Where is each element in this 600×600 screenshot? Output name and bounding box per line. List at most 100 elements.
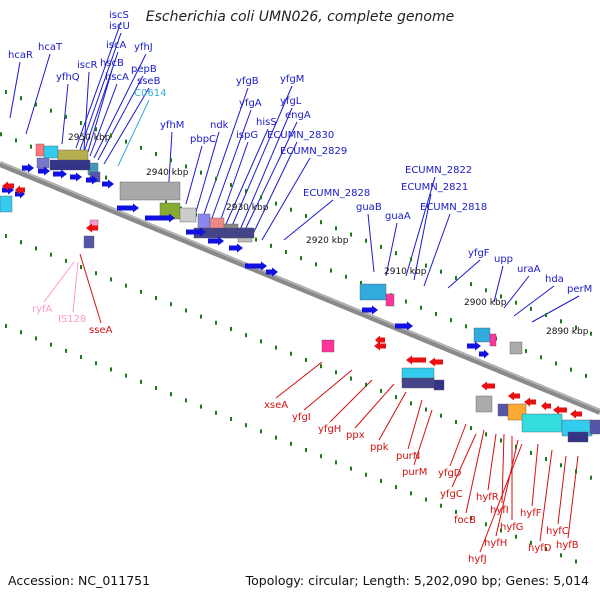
- gene-arrow: [2, 181, 14, 191]
- gene-label-ecumn-2829: ECUMN_2829: [280, 146, 347, 157]
- tick-dot: [0, 132, 2, 137]
- tick-dot: [95, 271, 97, 276]
- gene-label-ndk: ndk: [210, 120, 229, 131]
- leader-hscb: [87, 69, 113, 153]
- backbone-line: [0, 161, 600, 415]
- leader-ndk: [195, 131, 220, 213]
- feature-block: [567, 431, 589, 443]
- scale-tick-2950-kbp: 2950 kbp: [68, 133, 111, 143]
- leader-ryfa: [43, 261, 75, 303]
- leader-yfgb: [203, 87, 249, 215]
- leader-hyfh: [495, 439, 519, 537]
- tick-dot: [410, 401, 412, 406]
- tick-dot: [425, 263, 427, 268]
- feature-block: [401, 377, 435, 389]
- tick-dot: [350, 232, 352, 237]
- tick-dot: [590, 331, 592, 336]
- tick-dot: [515, 444, 517, 449]
- gene-label-yfgb: yfgB: [236, 76, 259, 87]
- gene-arrow: [429, 357, 443, 367]
- tick-dot: [305, 213, 307, 218]
- tick-dot: [575, 559, 577, 564]
- tick-dot: [20, 96, 22, 101]
- tick-dot: [140, 145, 142, 150]
- gene-arrow: [479, 349, 489, 359]
- gene-label-yfgc: yfgC: [440, 489, 463, 500]
- leader-ispg: [219, 141, 249, 223]
- tick-dot: [455, 275, 457, 280]
- gene-label-ecumn-2822: ECUMN_2822: [405, 165, 472, 176]
- tick-dot: [20, 330, 22, 335]
- feature-block: [83, 235, 95, 249]
- gene-label-pepb: pepB: [131, 64, 157, 75]
- tick-dot: [50, 108, 52, 113]
- tick-dot: [290, 351, 292, 356]
- gene-label-is128: IS128: [58, 314, 86, 325]
- scale-tick-2930-kbp: 2930 kbp: [226, 203, 269, 213]
- tick-dot: [200, 170, 202, 175]
- tick-dot: [380, 244, 382, 249]
- tick-dot: [380, 478, 382, 483]
- feature-block: [475, 395, 493, 413]
- gene-label-ryfa: ryfA: [32, 304, 53, 315]
- tick-dot: [545, 457, 547, 462]
- genome-backbone: [0, 161, 600, 415]
- gene-label-yfgh: yfgH: [318, 424, 341, 435]
- tick-dot: [110, 277, 112, 282]
- leader-guab: [367, 213, 375, 273]
- leader-pepb: [97, 75, 144, 161]
- gene-label-yfgm: yfgM: [280, 74, 304, 85]
- leader-hyfi: [501, 433, 505, 504]
- gene-label-ppx: ppx: [346, 430, 365, 441]
- scale-tick-2920-kbp: 2920 kbp: [306, 236, 349, 246]
- leader-ppx: [354, 383, 395, 429]
- accession-text: Accession: NC_011751: [8, 573, 151, 588]
- leader-hyfb: [567, 455, 579, 539]
- gene-label-hyfh: hyfH: [484, 538, 507, 549]
- leader-ecumn-2828: [283, 199, 334, 241]
- tick-dot: [575, 469, 577, 474]
- tick-dot: [275, 345, 277, 350]
- feature-block: [521, 413, 563, 433]
- leader-ecumn-2821: [413, 193, 432, 281]
- leader-hyfj: [479, 443, 523, 553]
- leader-ecumn-2829: [261, 157, 311, 241]
- tick-dot: [215, 176, 217, 181]
- tick-dot: [5, 90, 7, 95]
- tick-dot: [405, 299, 407, 304]
- tick-dot: [545, 547, 547, 552]
- feature-block: [433, 379, 445, 391]
- tick-dot: [170, 158, 172, 163]
- gene-label-isca: iscA: [106, 40, 126, 51]
- tick-dot: [500, 528, 502, 533]
- gene-label-ecumn-2828: ECUMN_2828: [303, 188, 370, 199]
- gene-label-ispg: ispG: [236, 130, 258, 141]
- gene-label-guab: guaB: [356, 202, 382, 213]
- gene-arrow: [15, 185, 25, 195]
- tick-dot: [545, 313, 547, 318]
- tick-dot: [215, 410, 217, 415]
- leader-yfgc: [451, 433, 477, 488]
- gene-arrow: [70, 172, 82, 182]
- tick-dot: [365, 382, 367, 387]
- tick-dot: [245, 423, 247, 428]
- feature-block: [36, 157, 50, 169]
- gene-label-xsea: xseA: [264, 400, 288, 411]
- tick-dot: [345, 274, 347, 279]
- feature-block: [197, 213, 211, 229]
- tick-dot: [330, 268, 332, 273]
- leader-purm: [413, 409, 433, 466]
- tick-dot: [455, 419, 457, 424]
- gene-label-yfga: yfgA: [239, 98, 262, 109]
- tick-dot: [185, 398, 187, 403]
- leader-enga: [243, 121, 298, 233]
- gene-label-iscs: iscS: [109, 10, 129, 21]
- tick-dot: [365, 472, 367, 477]
- tick-dot: [35, 336, 37, 341]
- feature-block: [359, 283, 387, 301]
- tick-dot: [245, 333, 247, 338]
- tick-dot: [35, 102, 37, 107]
- tick-dot: [260, 339, 262, 344]
- gene-arrow: [541, 401, 551, 411]
- tick-dot: [410, 491, 412, 496]
